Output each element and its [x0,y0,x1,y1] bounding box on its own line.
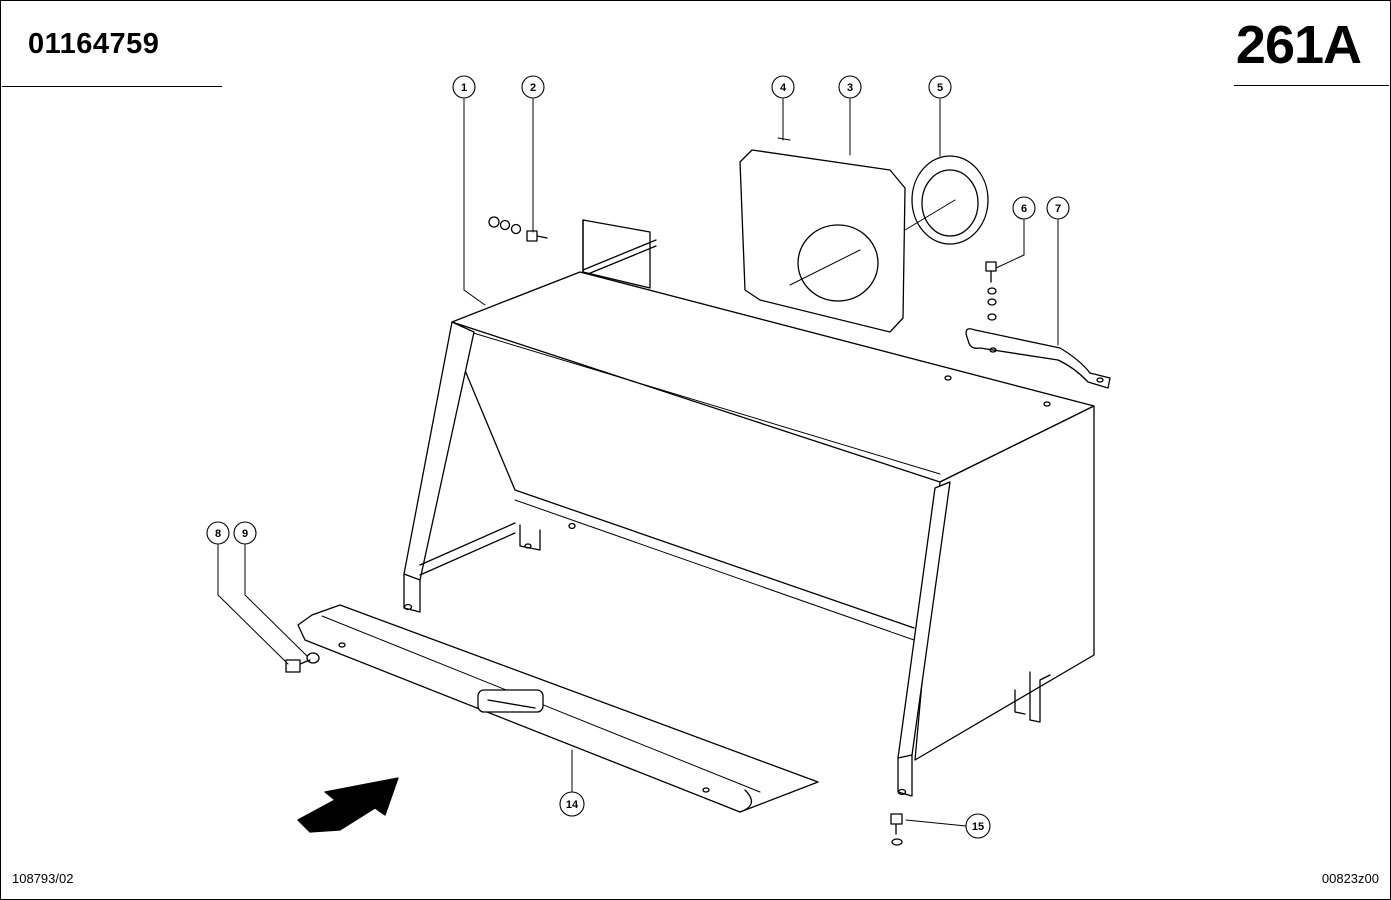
bolt-assembly-2 [488,216,548,242]
svg-text:4: 4 [780,82,787,94]
callout-2: 2 [521,75,545,99]
bolt-6 [985,261,997,321]
callout-8: 8 [206,521,230,545]
part-number-underline [2,86,222,87]
svg-text:2: 2 [530,82,536,94]
rear-box [582,219,657,289]
svg-text:3: 3 [847,82,853,94]
svg-text:8: 8 [215,528,221,540]
image-reference-code: 00823z00 [1321,871,1379,886]
handle-bar-7 [965,328,1111,389]
part-number: 01164759 [28,28,160,60]
svg-text:7: 7 [1055,203,1061,215]
svg-text:15: 15 [972,821,984,833]
callout-7: 7 [1046,196,1070,220]
sealing-ring-5 [904,155,989,245]
callout-9: 9 [233,521,257,545]
callout-6: 6 [1012,196,1036,220]
svg-text:5: 5 [937,82,943,94]
callout-5: 5 [928,75,952,99]
page-code: 261A [1235,15,1362,75]
callout-14: 14 [559,791,585,817]
svg-text:1: 1 [461,82,467,94]
svg-text:9: 9 [242,528,248,540]
bottom-plate-14 [297,604,819,813]
drawing-reference-code: 108793/02 [12,871,74,886]
svg-text:14: 14 [566,799,579,811]
callout-4: 4 [771,75,795,99]
direction-arrow [297,777,399,833]
screw-8-washer-9 [285,652,320,673]
housing [403,271,1095,797]
leader-lines [217,98,1059,827]
callout-3: 3 [838,75,862,99]
callout-1: 1 [452,75,476,99]
mounting-plate-3 [739,137,906,333]
callout-15: 15 [965,813,991,839]
svg-text:6: 6 [1021,203,1027,215]
page-code-underline [1234,85,1389,86]
screw-15 [890,813,903,846]
